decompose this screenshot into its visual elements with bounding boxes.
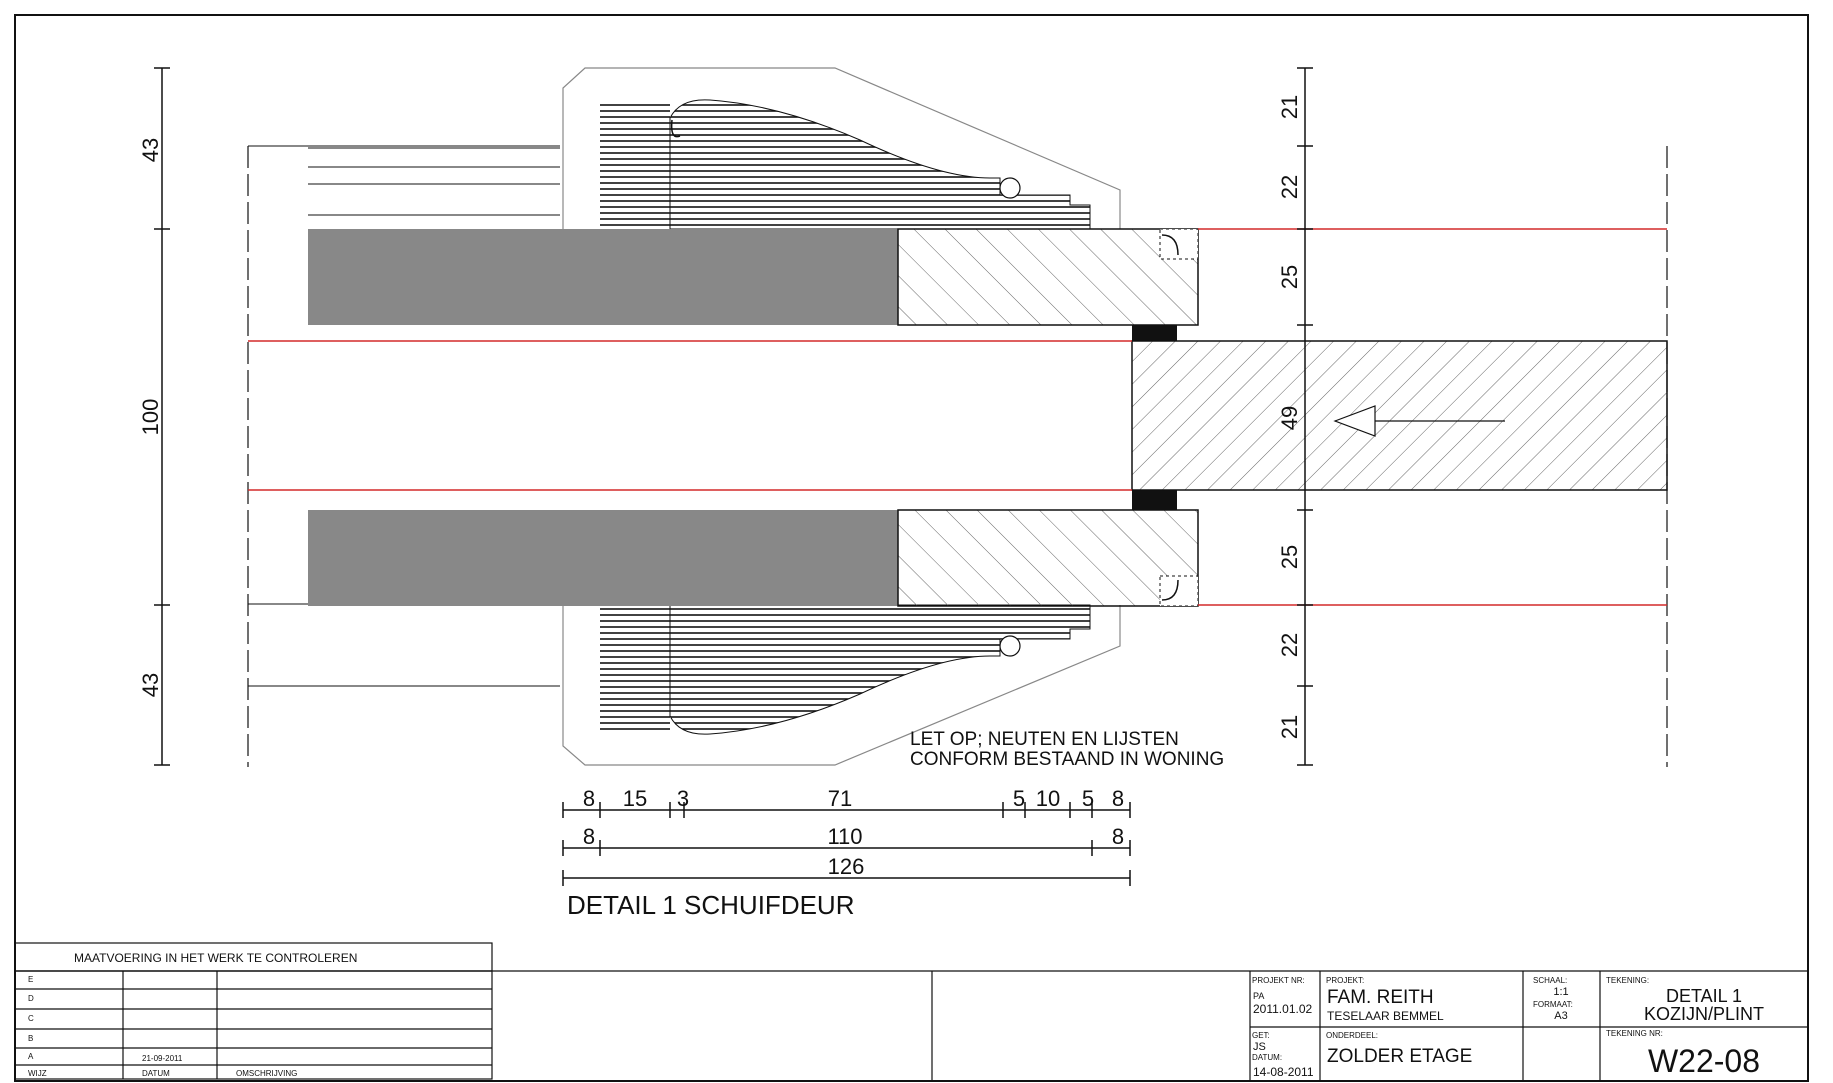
tekening-line2: KOZIJN/PLINT xyxy=(1644,1004,1764,1024)
dim-right-6: 22 xyxy=(1277,633,1302,657)
wall-block-top xyxy=(308,229,898,325)
dim-right-4: 49 xyxy=(1277,406,1302,430)
left-dimension xyxy=(154,67,170,766)
revision-row-a: A xyxy=(28,1052,34,1061)
dim-right-7: 21 xyxy=(1277,715,1302,739)
dim-row1-e: 5 xyxy=(1013,786,1025,811)
revision-row-d: D xyxy=(28,994,34,1003)
projekt-label: PROJEKT: xyxy=(1326,976,1364,985)
revision-row-c: C xyxy=(28,1014,34,1023)
red-reference-lines xyxy=(248,228,1667,606)
revision-row-a-date: 21-09-2011 xyxy=(142,1054,183,1063)
top-wall-lines xyxy=(248,145,560,216)
revision-col-datum: DATUM xyxy=(142,1069,170,1078)
onderdeel-label: ONDERDEEL: xyxy=(1326,1031,1378,1040)
dim-chain-row1 xyxy=(562,802,1131,818)
dim-row1-b: 15 xyxy=(623,786,647,811)
note-line-2: CONFORM BESTAAND IN WONING xyxy=(910,749,1224,770)
tekening-label: TEKENING: xyxy=(1606,976,1649,985)
seal-top xyxy=(1132,325,1177,341)
dim-row2-a: 8 xyxy=(583,824,595,849)
dim-chain-row3 xyxy=(562,870,1131,886)
dim-right-5: 25 xyxy=(1277,545,1302,569)
datum-value: 14-08-2011 xyxy=(1253,1065,1314,1079)
sheet-border xyxy=(14,14,1809,1082)
dim-row1-c: 3 xyxy=(677,786,689,811)
formaat-label: FORMAAT: xyxy=(1533,1000,1573,1009)
formaat-value: A3 xyxy=(1554,1010,1567,1022)
revision-row-e: E xyxy=(28,975,33,984)
tekening-nr: W22-08 xyxy=(1648,1043,1760,1079)
trim-outline-top xyxy=(562,67,1121,229)
dim-row1-d: 71 xyxy=(828,786,852,811)
wall-block-bottom xyxy=(308,510,898,606)
frame-hatched-bottom xyxy=(897,509,1199,607)
trim-outline-bottom xyxy=(562,605,1121,766)
dim-row1-f: 10 xyxy=(1036,786,1060,811)
right-dimension xyxy=(1297,67,1313,766)
projekt-nr-label: PROJEKT NR: xyxy=(1252,976,1305,985)
seal-bottom xyxy=(1132,490,1177,510)
dim-row1-g: 5 xyxy=(1082,786,1094,811)
dim-row2-b: 110 xyxy=(827,824,862,849)
note-line-1: LET OP; NEUTEN EN LIJSTEN xyxy=(910,729,1179,750)
dim-left-top: 43 xyxy=(138,138,163,162)
projekt-nr-prefix: PA xyxy=(1253,991,1264,1001)
dim-row1-h: 8 xyxy=(1112,786,1124,811)
get-value: JS xyxy=(1253,1041,1266,1053)
dim-right-2: 22 xyxy=(1277,175,1302,199)
dim-row3: 126 xyxy=(828,854,865,879)
revision-col-wijz: WIJZ xyxy=(28,1069,47,1078)
dim-left-mid: 100 xyxy=(138,399,163,436)
projekt-location: TESELAAR BEMMEL xyxy=(1327,1009,1444,1023)
datum-label: DATUM: xyxy=(1252,1053,1282,1062)
schaal-value: 1:1 xyxy=(1553,986,1568,998)
tekening-line1: DETAIL 1 xyxy=(1666,986,1742,1006)
dim-left-bottom: 43 xyxy=(138,673,163,697)
projekt-name: FAM. REITH xyxy=(1327,987,1434,1008)
tekening-nr-label: TEKENING NR: xyxy=(1606,1029,1663,1038)
get-label: GET: xyxy=(1252,1031,1270,1040)
bottom-wall-lines xyxy=(248,603,560,687)
molding-bottom xyxy=(600,604,1091,735)
revision-col-omschrijving: OMSCHRIJVING xyxy=(236,1069,297,1078)
dim-chain-row2 xyxy=(562,840,1131,856)
sliding-door-panel xyxy=(1131,340,1668,491)
revision-header: MAATVOERING IN HET WERK TE CONTROLEREN xyxy=(74,951,357,965)
dim-row2-c: 8 xyxy=(1112,824,1124,849)
revision-row-b: B xyxy=(28,1034,33,1043)
detail-title: DETAIL 1 SCHUIFDEUR xyxy=(567,890,855,920)
title-block-frame xyxy=(15,970,1808,1081)
dim-right-1: 21 xyxy=(1277,95,1302,119)
schaal-label: SCHAAL: xyxy=(1533,976,1567,985)
molding-top xyxy=(600,99,1091,230)
frame-hatched-top xyxy=(897,228,1199,326)
dim-right-3: 25 xyxy=(1277,265,1302,289)
dim-row1-a: 8 xyxy=(583,786,595,811)
projekt-nr: 2011.01.02 xyxy=(1253,1002,1312,1016)
onderdeel-value: ZOLDER ETAGE xyxy=(1327,1046,1472,1067)
